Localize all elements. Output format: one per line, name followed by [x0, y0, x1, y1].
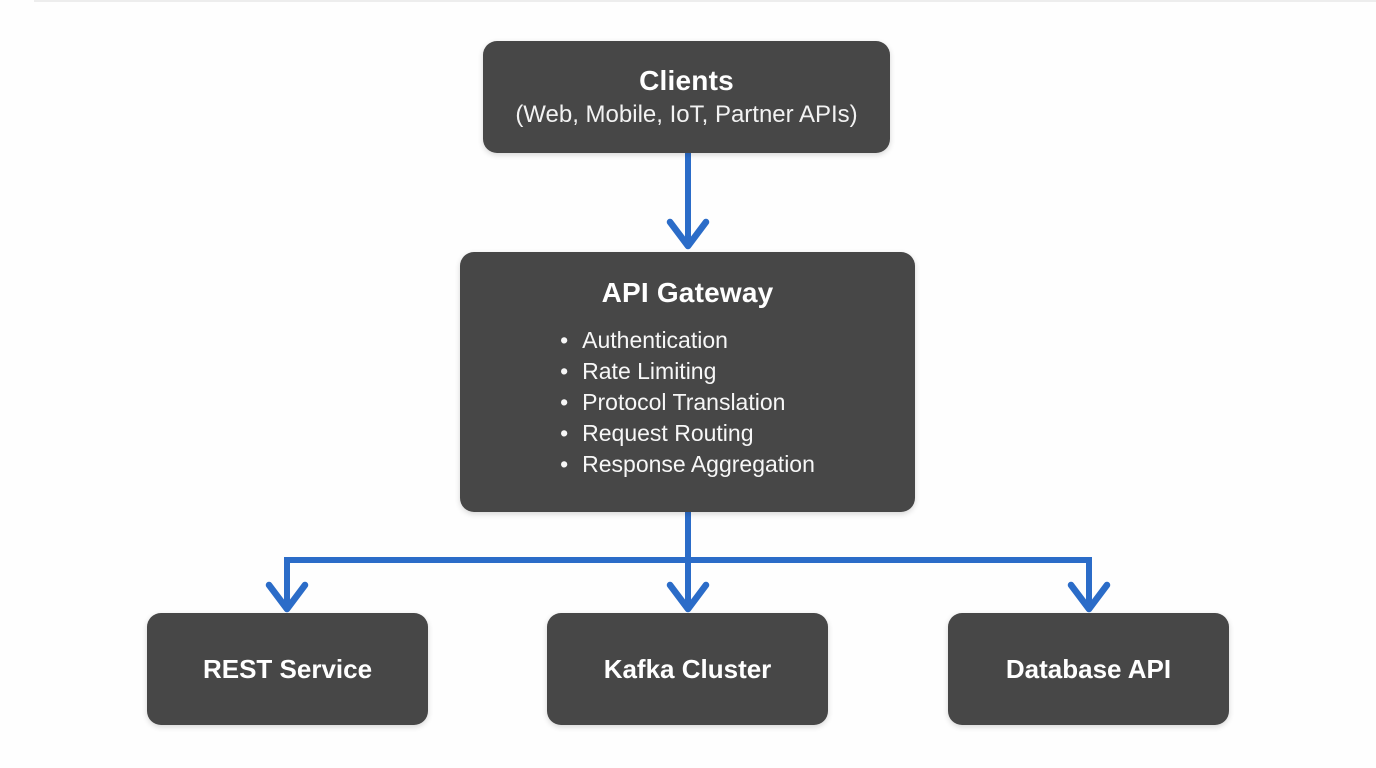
- bullet-icon: •: [560, 327, 569, 353]
- node-rest-service: REST Service: [147, 613, 428, 725]
- arrow-clients-to-gateway: [666, 153, 710, 250]
- bullet-icon: •: [560, 451, 569, 477]
- bullet-icon: •: [560, 358, 569, 384]
- feature-label: Request Routing: [582, 420, 754, 446]
- list-item: • Rate Limiting: [560, 356, 815, 387]
- arrow-gateway-branch: [265, 512, 1111, 613]
- bullet-icon: •: [560, 389, 569, 415]
- arrowhead-to-kafka: [666, 581, 710, 613]
- list-item: • Response Aggregation: [560, 449, 815, 480]
- api-gateway-feature-list: • Authentication • Rate Limiting • Proto…: [560, 325, 815, 480]
- api-gateway-title: API Gateway: [601, 277, 774, 308]
- arrowhead-to-database: [1067, 581, 1111, 613]
- database-api-title: Database API: [1005, 653, 1172, 684]
- feature-label: Rate Limiting: [582, 358, 717, 384]
- clients-title: Clients: [639, 65, 734, 96]
- list-item: • Protocol Translation: [560, 387, 815, 418]
- feature-label: Authentication: [582, 327, 728, 353]
- feature-label: Response Aggregation: [582, 451, 815, 477]
- node-api-gateway: API Gateway • Authentication • Rate Limi…: [460, 252, 915, 512]
- arrowhead-to-rest: [265, 581, 309, 613]
- list-item: • Authentication: [560, 325, 815, 356]
- clients-subtitle: (Web, Mobile, IoT, Partner APIs): [515, 101, 858, 128]
- bullet-icon: •: [560, 420, 569, 446]
- feature-label: Protocol Translation: [582, 389, 786, 415]
- kafka-cluster-title: Kafka Cluster: [603, 653, 772, 684]
- list-item: • Request Routing: [560, 418, 815, 449]
- node-clients: Clients (Web, Mobile, IoT, Partner APIs): [483, 41, 890, 153]
- node-database-api: Database API: [948, 613, 1229, 725]
- rest-service-title: REST Service: [202, 653, 373, 684]
- top-edge-hairline: [34, 0, 1376, 2]
- node-kafka-cluster: Kafka Cluster: [547, 613, 828, 725]
